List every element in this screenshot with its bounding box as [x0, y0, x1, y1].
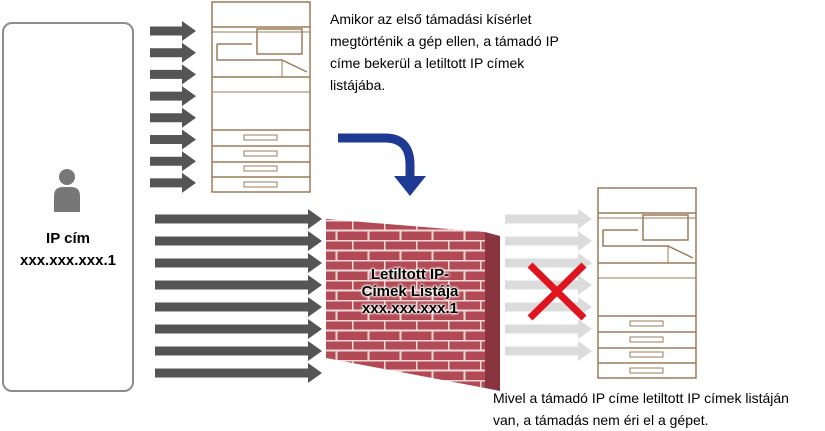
ip-address: xxx.xxx.xxx.1 — [20, 252, 116, 269]
arrow — [150, 151, 196, 172]
blue-down-arrow — [338, 133, 415, 178]
arrow — [155, 363, 322, 383]
arrow — [150, 86, 196, 107]
arrow — [155, 209, 322, 229]
arrow — [155, 319, 322, 339]
blocked-cross-icon — [527, 262, 587, 321]
arrow — [155, 253, 322, 273]
top-note: Amikor az első támadási kísérlet megtört… — [330, 8, 559, 96]
arrow — [505, 253, 592, 273]
arrow — [150, 172, 196, 193]
arrow — [150, 42, 196, 63]
arrow — [150, 129, 196, 150]
arrow — [150, 21, 196, 41]
arrow — [505, 319, 592, 339]
arrow — [505, 231, 592, 251]
note-line: Amikor az első támadási kísérlet — [330, 11, 532, 27]
attack-arrows-top — [150, 21, 196, 193]
printer-bottom — [597, 187, 697, 379]
ip-label: IP cím — [46, 230, 90, 247]
note-line: címe bekerül a letiltott IP címek — [330, 55, 525, 71]
arrow — [155, 231, 322, 251]
printer-top — [211, 1, 311, 193]
arrow — [155, 341, 322, 361]
firewall-wall — [326, 219, 500, 391]
arrow — [150, 64, 196, 85]
wall-address: xxx.xxx.xxx.1 — [362, 300, 458, 317]
note-line: van, a támadás nem éri el a gépet. — [493, 412, 709, 428]
arrow — [505, 209, 592, 229]
attack-arrows-bottom — [155, 209, 322, 383]
wall-title-1: Letiltott IP- — [370, 266, 450, 283]
arrow — [505, 297, 592, 317]
note-line: listájába. — [330, 77, 386, 93]
arrow — [155, 275, 322, 295]
arrow — [505, 341, 592, 361]
attacker-box — [2, 22, 134, 392]
note-line: Mivel a támadó IP címe letiltott IP címe… — [493, 390, 789, 406]
arrow — [150, 107, 196, 128]
blue-arrow-head — [394, 176, 426, 196]
attacker-person-icon — [54, 169, 80, 212]
bottom-note: Mivel a támadó IP címe letiltott IP címe… — [493, 387, 789, 431]
wall-label: Letiltott IP- Címek Listája xxx.xxx.xxx.… — [330, 266, 490, 317]
arrow — [155, 297, 322, 317]
note-line: megtörténik a gép ellen, a támadó IP — [330, 33, 559, 49]
wall-title-2: Címek Listája — [361, 283, 459, 300]
